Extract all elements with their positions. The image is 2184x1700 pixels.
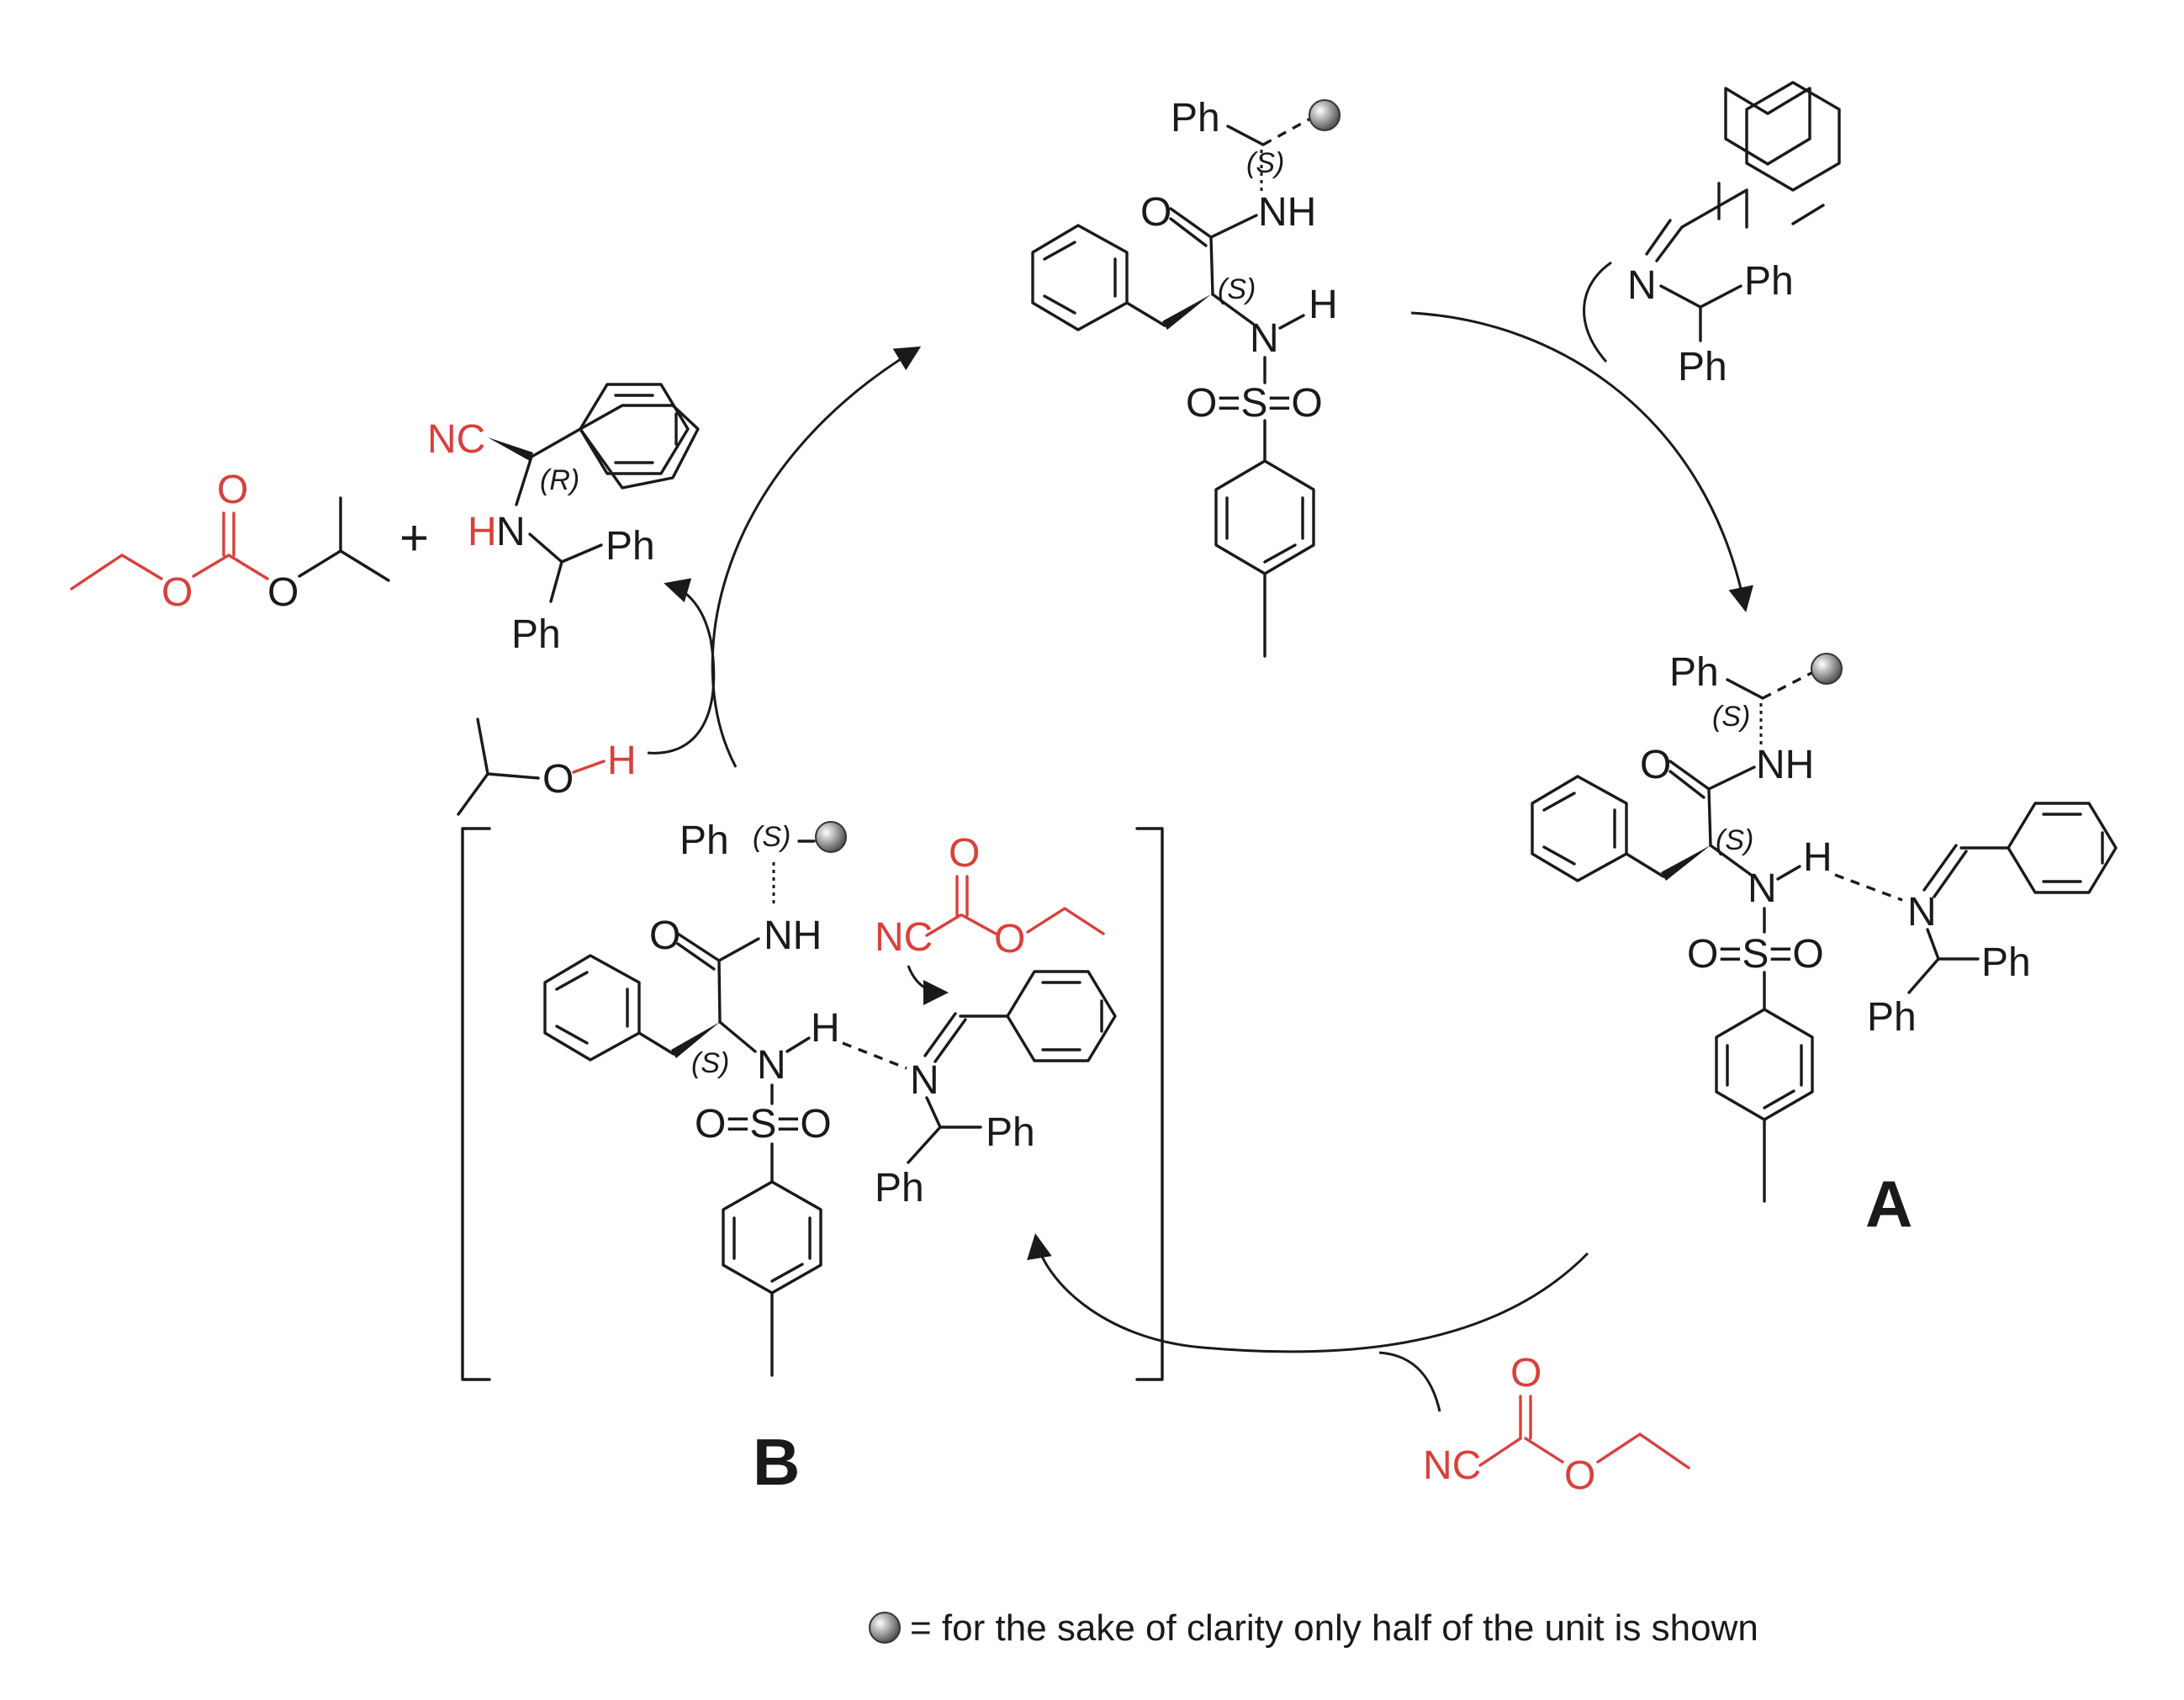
- nh-label: NH: [1756, 743, 1814, 787]
- stereo-s-label: (S): [1246, 147, 1284, 179]
- ph-label: Ph: [1744, 259, 1794, 304]
- stereo-s-label: (S): [1712, 701, 1750, 733]
- so2-label: O=S=O: [1186, 381, 1323, 426]
- ph-label: Ph: [1867, 995, 1917, 1040]
- catalyst-structure: Ph (S) NH O (S) N H O=S=O: [1031, 96, 1341, 658]
- carbonyl-o-label: O: [1140, 190, 1171, 235]
- ester-o-label: O: [161, 570, 193, 615]
- iproh-h-label: H: [607, 739, 637, 783]
- n-label: N: [910, 1058, 939, 1103]
- stereo-s-label: (S): [1716, 824, 1753, 856]
- aminonitrile-product: NC (R) H N Ph Ph: [427, 383, 700, 657]
- bead-icon: [815, 821, 847, 853]
- legend-text: = for the sake of clarity only half of t…: [910, 1607, 1758, 1649]
- intermediate-b: Ph (S) NH O (S) N H N Ph Ph: [461, 818, 1164, 1499]
- h-label: H: [1803, 835, 1832, 880]
- hn-h-label: H: [468, 510, 497, 554]
- carbonate-byproduct: O O O: [70, 468, 390, 615]
- ph-label: Ph: [511, 612, 561, 657]
- carbonyl-o-label: O: [1640, 743, 1671, 787]
- stereo-s-label: (S): [1218, 273, 1256, 305]
- bead-icon: [869, 1612, 901, 1644]
- n-label: N: [1250, 316, 1279, 361]
- cycle-arrow-right-icon: [1410, 311, 1753, 612]
- n-label: N: [1748, 866, 1777, 911]
- cycle-arrows: [647, 261, 1753, 1412]
- nc-label: NC: [427, 417, 485, 462]
- nh-label: NH: [1258, 190, 1316, 235]
- product-exit-arrow-icon: [647, 578, 716, 755]
- n-label: N: [1907, 890, 1937, 935]
- imine-entry-arrow-icon: [1583, 261, 1612, 363]
- hn-n-label: N: [496, 510, 526, 554]
- bead-icon: [1811, 653, 1843, 685]
- attack-arrow-icon: [907, 965, 949, 1005]
- cycle-arrow-bottom-icon: [1027, 1233, 1589, 1353]
- ph-label: Ph: [986, 1110, 1035, 1155]
- ester-o-label: O: [1564, 1454, 1595, 1498]
- plus-sign: +: [399, 510, 429, 566]
- so2-label: O=S=O: [1687, 932, 1824, 977]
- h-label: H: [811, 1006, 840, 1051]
- cycle-arrow-left-icon: [711, 346, 922, 768]
- carbonyl-o-label: O: [217, 468, 248, 512]
- ethyl-cyanoformate-reagent: NC O O: [1423, 1351, 1690, 1498]
- bead-icon: [1309, 99, 1341, 131]
- nc-label: NC: [875, 915, 933, 960]
- legend: = for the sake of clarity only half of t…: [869, 1607, 1758, 1649]
- ph-label: Ph: [1981, 940, 2031, 985]
- iproh-o-label: O: [542, 757, 574, 802]
- ph-label: Ph: [680, 818, 729, 863]
- stereo-s-label: (S): [691, 1047, 729, 1079]
- ph-label: Ph: [1678, 345, 1727, 389]
- ph-label: Ph: [875, 1166, 924, 1210]
- intermediate-b-label: B: [753, 1425, 800, 1499]
- stereo-s-label: (S): [753, 821, 791, 853]
- intermediate-a: Ph (S) NH O (S) N H N Ph Ph: [1531, 650, 2118, 1241]
- intermediate-a-label: A: [1865, 1167, 1912, 1241]
- ester-o-label: O: [994, 917, 1025, 961]
- carbonyl-o-label: O: [1510, 1351, 1541, 1395]
- carbonyl-o-label: O: [649, 914, 680, 958]
- cyanoformate-entry-arrow-icon: [1378, 1351, 1441, 1412]
- ph-label: Ph: [1669, 650, 1719, 695]
- ph-label: Ph: [1171, 96, 1220, 140]
- ph-label: Ph: [605, 524, 655, 569]
- so2-label: O=S=O: [695, 1102, 832, 1147]
- nc-label: NC: [1423, 1443, 1481, 1488]
- imine-reagent: N Ph Ph: [1627, 81, 1841, 389]
- carbonyl-o-label: O: [949, 831, 980, 876]
- n-label: N: [757, 1043, 786, 1088]
- stereo-r-label: (R): [540, 464, 579, 496]
- ether-o-label: O: [267, 570, 299, 615]
- nh-label: NH: [764, 914, 822, 958]
- h-label: H: [1309, 283, 1338, 327]
- imine-n-label: N: [1627, 263, 1657, 308]
- isopropanol-byproduct: O H: [457, 718, 637, 816]
